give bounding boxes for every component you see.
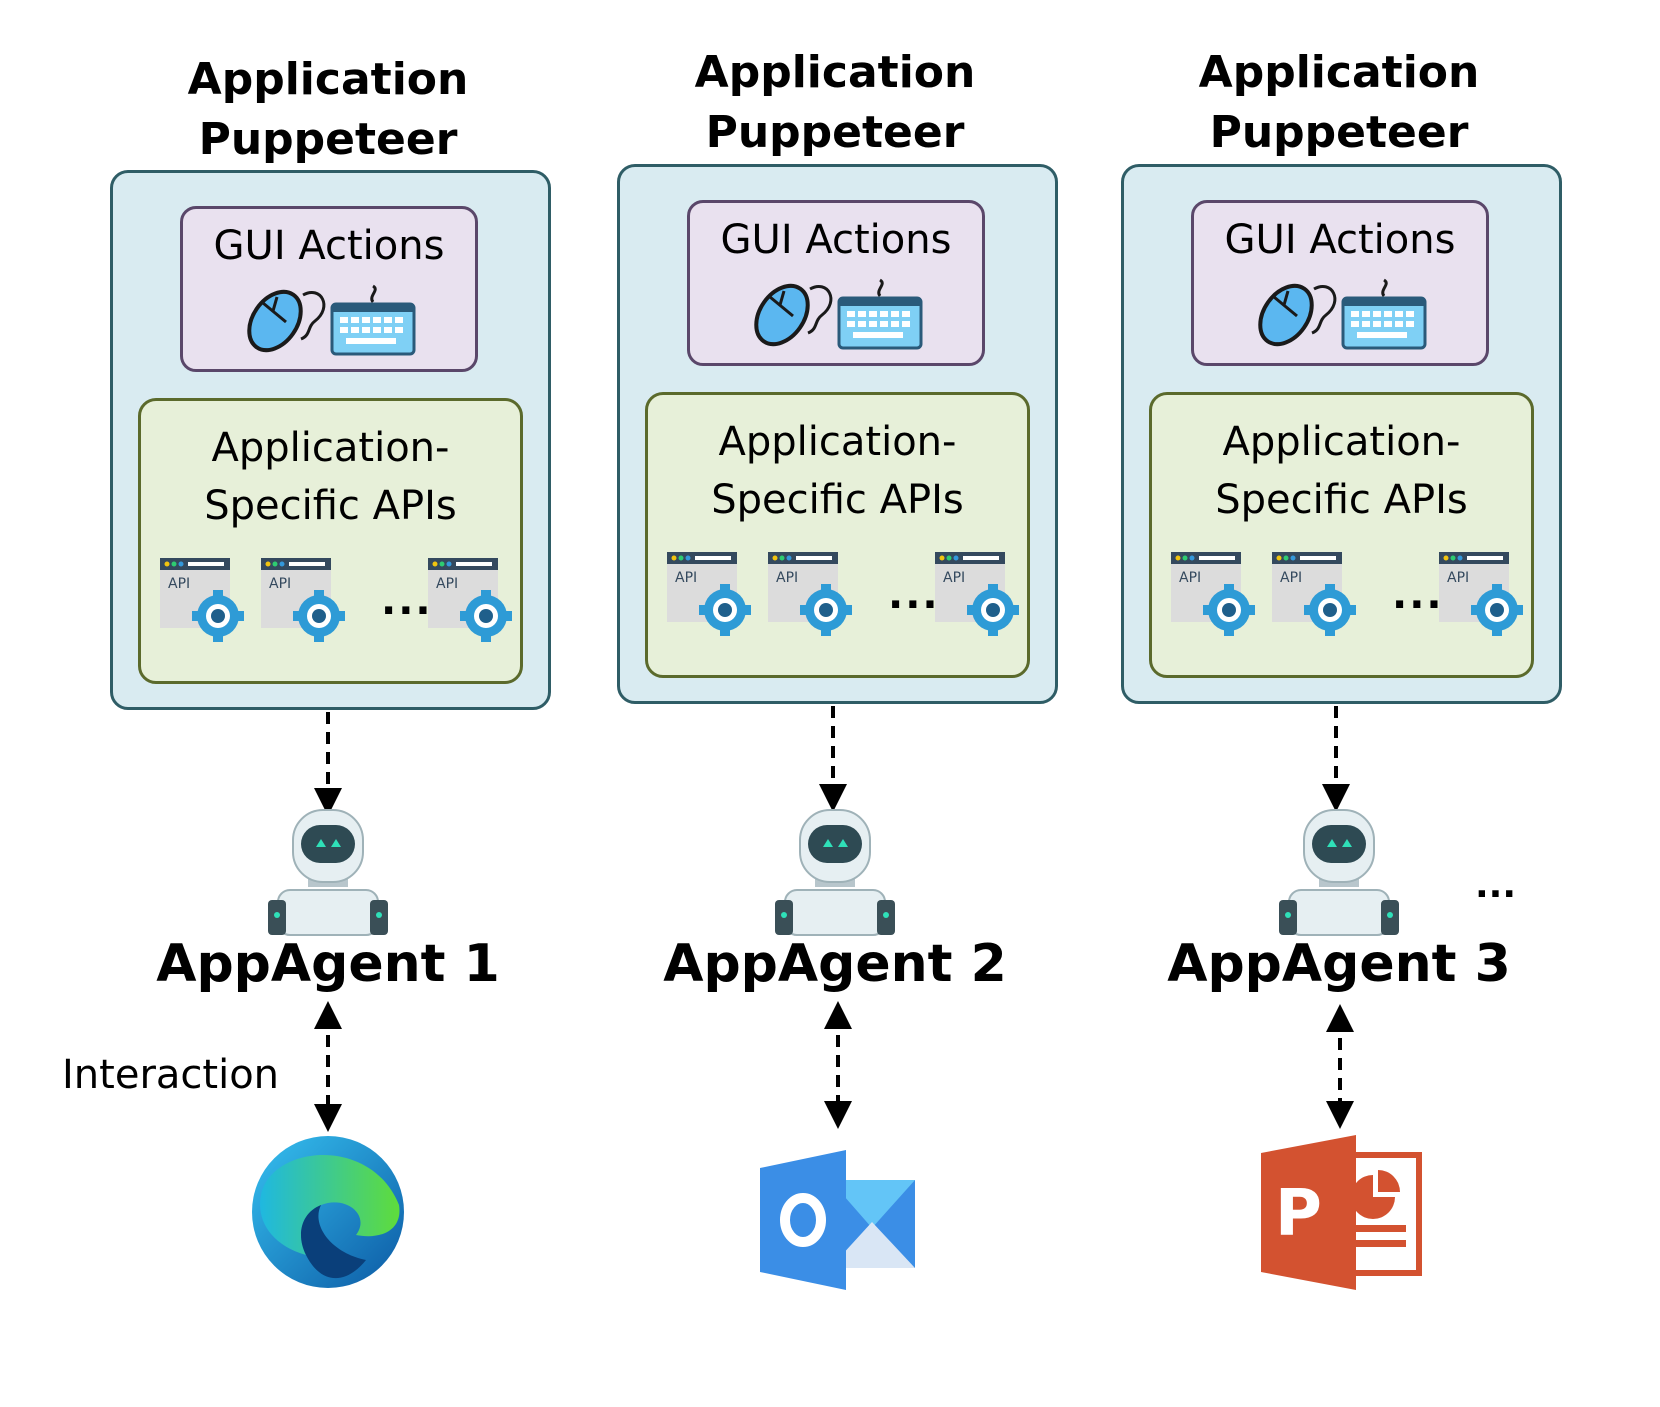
svg-text:API: API <box>168 576 190 592</box>
robot-icon <box>268 809 388 936</box>
keyboard-icon <box>837 278 923 350</box>
api-label-line1: Application- <box>1222 419 1461 465</box>
puppeteer-to-agent-arrow <box>314 712 342 1132</box>
api-gear-icon: API <box>935 552 1019 636</box>
puppeteer-to-agent-arrow <box>819 706 852 1129</box>
appagent-name: AppAgent 2 <box>663 934 1007 994</box>
puppeteer-title-line1: Application <box>694 47 976 98</box>
svg-text:API: API <box>1179 570 1201 586</box>
application-puppeteer-box: GUI Actions Application- <box>110 170 551 710</box>
api-label-line1: Application- <box>211 425 450 471</box>
puppeteer-title: Application Puppeteer <box>93 50 563 170</box>
api-label-line2: Specific APIs <box>711 477 964 523</box>
api-ellipsis: ... <box>381 578 433 624</box>
puppeteer-title-line1: Application <box>1198 47 1480 98</box>
api-ellipsis: ... <box>1392 572 1444 618</box>
interaction-label: Interaction <box>62 1052 280 1098</box>
appagent-name: AppAgent 3 <box>1167 934 1511 994</box>
svg-text:API: API <box>436 576 458 592</box>
svg-text:API: API <box>269 576 291 592</box>
robot-icon <box>1279 809 1399 936</box>
robot-icon <box>775 809 895 936</box>
api-label-line1: Application- <box>718 419 957 465</box>
mouse-icon <box>247 289 326 353</box>
application-specific-apis-box: Application- Specific APIs API API <box>1149 392 1534 678</box>
outlook-icon[interactable] <box>760 1150 920 1290</box>
mouse-icon <box>754 283 833 347</box>
api-gear-icon: API <box>160 558 244 642</box>
gui-actions-box: GUI Actions <box>687 200 985 366</box>
gui-actions-label: GUI Actions <box>720 217 952 263</box>
application-specific-apis-box: Application- Specific APIs API API <box>138 398 523 684</box>
application-puppeteer-box: GUI Actions Application- <box>1121 164 1562 704</box>
api-ellipsis: ... <box>888 572 940 618</box>
application-specific-apis-box: Application- Specific APIs API API <box>645 392 1030 678</box>
api-gear-icon: API <box>1439 552 1523 636</box>
gui-actions-box: GUI Actions <box>180 206 478 372</box>
api-gear-icon: API <box>1272 552 1356 636</box>
svg-text:API: API <box>1447 570 1469 586</box>
api-gear-icon: API <box>768 552 852 636</box>
puppeteer-title-line2: Puppeteer <box>1209 107 1469 158</box>
keyboard-icon <box>1341 278 1427 350</box>
svg-text:API: API <box>943 570 965 586</box>
api-label-line2: Specific APIs <box>204 483 457 529</box>
api-gear-icon: API <box>1171 552 1255 636</box>
gui-actions-box: GUI Actions <box>1191 200 1489 366</box>
svg-text:P: P <box>1275 1177 1322 1251</box>
puppeteer-title-line2: Puppeteer <box>198 114 458 165</box>
column-appagent-3: Application Puppeteer GUI Actions <box>1104 0 1574 1407</box>
puppeteer-title-line1: Application <box>187 54 469 105</box>
puppeteer-title: Application Puppeteer <box>600 43 1070 163</box>
column-appagent-2: Application Puppeteer GUI Actions <box>600 0 1070 1407</box>
gui-actions-label: GUI Actions <box>213 223 445 269</box>
application-specific-apis-label: Application- Specific APIs <box>141 419 520 535</box>
puppeteer-title-line2: Puppeteer <box>705 107 965 158</box>
mouse-icon <box>1258 283 1337 347</box>
application-puppeteer-box: GUI Actions Application- <box>617 164 1058 704</box>
svg-text:API: API <box>776 570 798 586</box>
keyboard-icon <box>330 284 416 356</box>
powerpoint-icon[interactable]: P <box>1261 1135 1422 1290</box>
api-gear-icon: API <box>428 558 512 642</box>
api-label-line2: Specific APIs <box>1215 477 1468 523</box>
application-specific-apis-label: Application- Specific APIs <box>1152 413 1531 529</box>
puppeteer-to-agent-arrow <box>1322 706 1354 1129</box>
column-appagent-1: Application Puppeteer GUI Actions <box>93 0 563 1407</box>
appagent-name: AppAgent 1 <box>156 934 500 994</box>
edge-browser-icon[interactable] <box>251 1135 406 1290</box>
application-specific-apis-label: Application- Specific APIs <box>648 413 1027 529</box>
puppeteer-title: Application Puppeteer <box>1104 43 1574 163</box>
more-agents-ellipsis: ... <box>1475 865 1517 906</box>
svg-text:API: API <box>1280 570 1302 586</box>
svg-text:API: API <box>675 570 697 586</box>
api-gear-icon: API <box>261 558 345 642</box>
gui-actions-label: GUI Actions <box>1224 217 1456 263</box>
api-gear-icon: API <box>667 552 751 636</box>
